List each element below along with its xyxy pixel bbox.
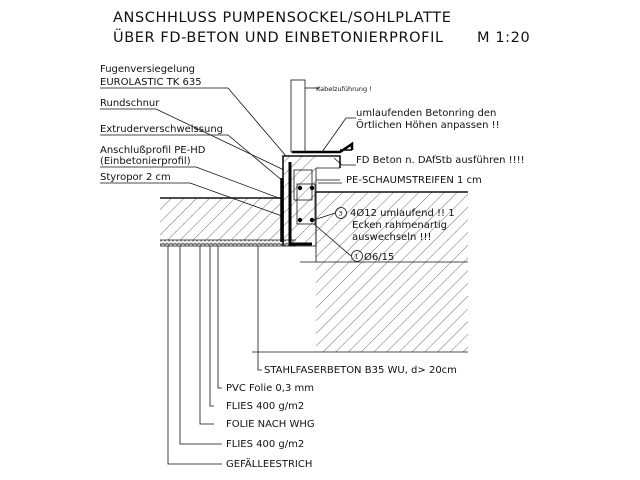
label-fugenversiegelung: Fugenversiegelung xyxy=(100,64,195,75)
title-block: ANSCHHLUSS PUMPENSOCKEL/SOHLPLATTE ÜBER … xyxy=(113,10,530,46)
label-rundschnur: Rundschnur xyxy=(100,98,160,109)
layer-flies-1: FLIES 400 g/m2 xyxy=(226,401,304,412)
label-anschlussprofil: Anschlußprofil PE-HD xyxy=(100,145,206,156)
label-bewehrung-3: auswechseln !!! xyxy=(352,232,432,243)
left-callouts: Fugenversiegelung EUROLASTIC TK 635 Rund… xyxy=(100,64,287,217)
scale-label: M 1:20 xyxy=(477,30,530,46)
section-geometry xyxy=(160,79,468,465)
layer-stahlfaserbeton: STAHLFASERBETON B35 WU, d> 20cm xyxy=(264,365,457,376)
title-line-2: ÜBER FD-BETON UND EINBETONIERPROFIL xyxy=(113,28,444,46)
label-buegel: Ø6/15 xyxy=(364,251,394,263)
label-betonring-1: umlaufenden Betonring den xyxy=(356,108,496,119)
label-pe-schaum: PE-SCHAUMSTREIFEN 1 cm xyxy=(346,175,482,186)
buegel-number: 1 xyxy=(355,253,359,261)
label-fd-beton: FD Beton n. DAfStb ausführen !!!! xyxy=(356,155,525,166)
einbetonierprofil xyxy=(288,162,312,246)
label-extruder: Extruderverschweissung xyxy=(100,124,223,135)
layer-pvc-folie: PVC Folie 0,3 mm xyxy=(226,383,314,394)
floor-layers-band xyxy=(160,240,296,246)
pump-plinth-ring xyxy=(283,156,316,246)
layer-list: STAHLFASERBETON B35 WU, d> 20cm PVC Foli… xyxy=(226,365,457,470)
label-kabelzufuehrung: Kabelzuführung ! xyxy=(316,85,372,93)
right-callouts: Kabelzuführung ! umlaufenden Betonring d… xyxy=(313,85,525,263)
layer-flies-2: FLIES 400 g/m2 xyxy=(226,439,304,450)
pump-base-plate xyxy=(292,141,354,154)
label-eurolastic: EUROLASTIC TK 635 xyxy=(100,77,202,88)
title-line-1: ANSCHHLUSS PUMPENSOCKEL/SOHLPLATTE xyxy=(113,10,451,26)
label-styropor: Styropor 2 cm xyxy=(100,172,171,183)
layer-folie-whg: FOLIE NACH WHG xyxy=(226,419,315,430)
label-einbetonierprofil: (Einbetonierprofil) xyxy=(100,156,191,167)
stirrup xyxy=(296,183,316,225)
label-bewehrung-2: Ecken rahmenartig xyxy=(352,220,447,231)
bewehrung-number: 3 xyxy=(339,210,343,218)
label-bewehrung-1: 4Ø12 umlaufend !! 1 xyxy=(350,207,455,219)
label-betonring-2: Örtlichen Höhen anpassen !! xyxy=(356,118,500,131)
profile-hook xyxy=(293,169,313,201)
cable-conduit xyxy=(290,79,306,153)
layer-gefaelleestrich: GEFÄLLEESTRICH xyxy=(226,457,312,470)
left-slab xyxy=(160,198,282,240)
